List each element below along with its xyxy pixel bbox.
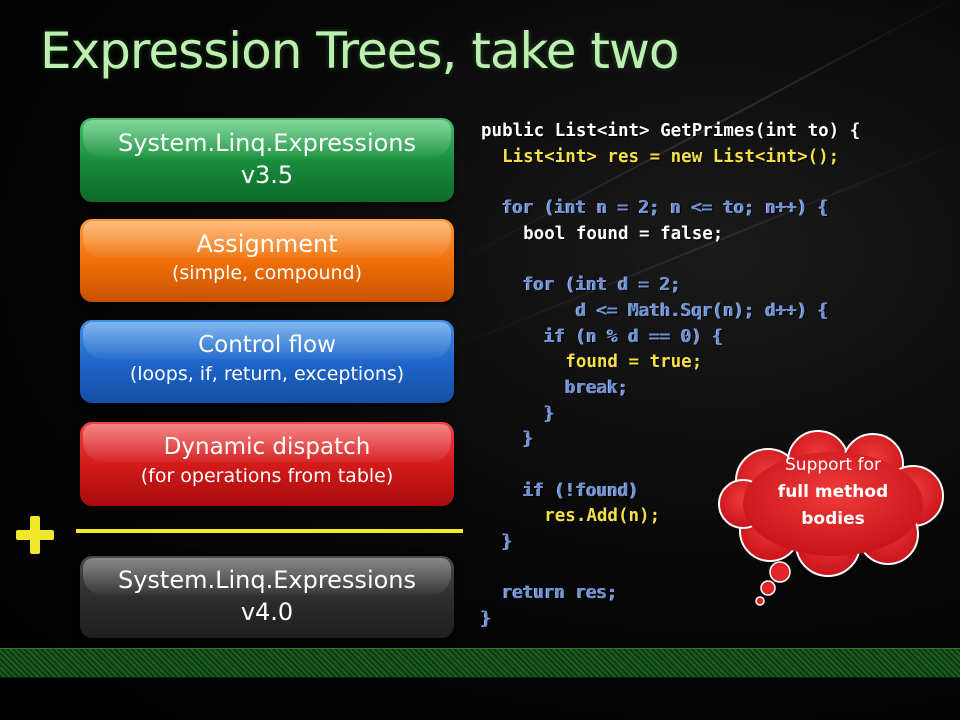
box-sublabel: v3.5 <box>240 161 294 189</box>
box-label: Assignment <box>196 230 338 258</box>
box-sublabel: (for operations from table) <box>140 465 394 487</box>
box-label: System.Linq.Expressions <box>117 129 417 157</box>
code-line: for (int n = 2; n <= to; n++) { <box>481 198 829 219</box>
code-line: found = true; <box>481 352 703 373</box>
box-assignment: Assignment (simple, compound) <box>80 219 454 302</box>
callout-text: full method <box>777 482 889 502</box>
cloud-shape <box>718 430 944 606</box>
box-expressions-v35: System.Linq.Expressions v3.5 <box>80 118 454 202</box>
callout-text: Support for <box>785 455 881 475</box>
code-line: for (int d = 2; <box>481 275 682 296</box>
code-sample: public List<int> GetPrimes(int to) { Lis… <box>481 119 860 633</box>
box-sublabel: (loops, if, return, exceptions) <box>129 363 405 385</box>
code-line: } <box>481 532 513 552</box>
thought-cloud-callout: Support for full method bodies <box>708 426 958 606</box>
code-line <box>481 247 860 273</box>
code-line: res.Add(n); <box>481 506 661 527</box>
box-sublabel: (simple, compound) <box>171 262 363 284</box>
sum-divider <box>76 529 463 533</box>
slide-title: Expression Trees, take two <box>40 22 679 80</box>
plus-icon <box>16 516 54 554</box>
callout-text: bodies <box>801 509 865 529</box>
box-expressions-v40: System.Linq.Expressions v4.0 <box>80 556 454 638</box>
code-line: if (!found) <box>481 480 640 501</box>
box-label: System.Linq.Expressions <box>117 566 417 594</box>
code-line: break; <box>481 377 629 398</box>
footer-stripe <box>0 648 960 678</box>
box-dynamic-dispatch: Dynamic dispatch (for operations from ta… <box>80 422 454 506</box>
code-line: return res; <box>481 583 618 604</box>
code-line: public List<int> GetPrimes(int to) { <box>481 121 861 141</box>
code-line: } <box>481 429 534 450</box>
box-sublabel: v4.0 <box>240 598 294 626</box>
box-control-flow: Control flow (loops, if, return, excepti… <box>80 320 454 403</box>
code-line: List<int> res = new List<int>(); <box>481 146 840 167</box>
box-label: Dynamic dispatch <box>163 434 371 460</box>
code-line: d <= Math.Sqr(n); d++) { <box>481 300 829 321</box>
code-line: bool found = false; <box>481 223 724 244</box>
code-line: if (n % d == 0) { <box>481 326 724 347</box>
code-line: } <box>481 403 555 424</box>
code-line <box>481 170 860 196</box>
box-label: Control flow <box>198 332 336 358</box>
code-line: } <box>481 609 492 630</box>
